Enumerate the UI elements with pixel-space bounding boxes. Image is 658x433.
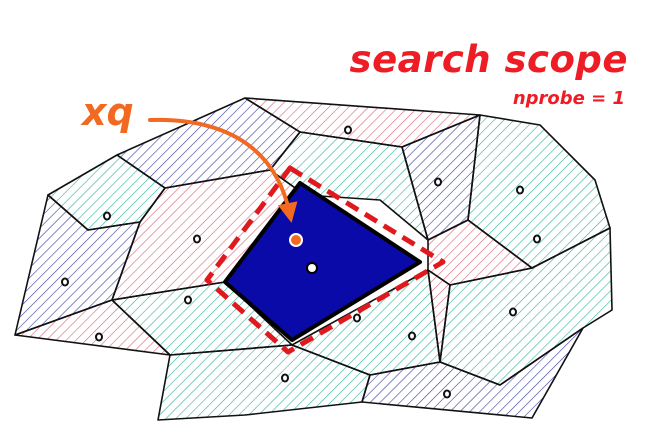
selected-cell	[223, 181, 422, 342]
centroid-point	[509, 307, 517, 317]
centroid-point	[443, 389, 451, 399]
selected-centroid	[306, 262, 318, 274]
centroid-point	[516, 185, 524, 195]
centroid-point	[61, 277, 69, 287]
centroid-point	[533, 234, 541, 244]
title: search scope	[349, 38, 628, 81]
voronoi-cell	[14, 299, 171, 356]
query-point	[289, 233, 303, 247]
voronoi-cell	[361, 327, 584, 419]
voronoi-cells	[14, 97, 613, 421]
centroid-point	[103, 211, 111, 221]
query-label: xq	[82, 90, 134, 134]
centroid-point	[353, 313, 361, 323]
centroid-point	[344, 125, 352, 135]
centroid-point	[184, 295, 192, 305]
centroid-point	[193, 234, 201, 244]
centroid-point	[434, 177, 442, 187]
centroid-point	[95, 332, 103, 342]
centroid-point	[281, 373, 289, 383]
centroids	[61, 125, 541, 399]
subtitle: nprobe = 1	[512, 88, 625, 109]
query-arrow	[148, 117, 298, 223]
search-scope-outline	[204, 165, 446, 355]
centroid-point	[408, 331, 416, 341]
voronoi-cell	[14, 194, 141, 336]
